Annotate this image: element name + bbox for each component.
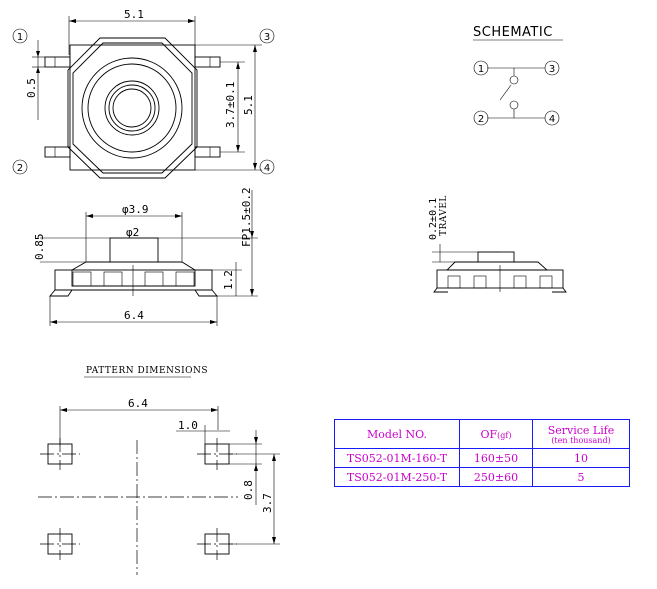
body-height-dim: 1.2 bbox=[222, 270, 235, 290]
top-width-dim: 5.1 bbox=[124, 8, 144, 21]
schematic-pin-3: 3 bbox=[544, 60, 560, 76]
row-life: 5 bbox=[532, 467, 630, 487]
spec-table-header: Model NO. OF(gf) Service Life(ten thousa… bbox=[334, 419, 630, 449]
svg-text:3: 3 bbox=[549, 64, 555, 75]
svg-text:4: 4 bbox=[264, 163, 270, 174]
side-view: φ3.9 φ2 0.85 FP1.5±0.2 1.2 bbox=[33, 187, 258, 326]
svg-text:4: 4 bbox=[549, 114, 555, 125]
svg-text:1: 1 bbox=[17, 32, 23, 43]
pattern-dimensions: PATTERN DIMENSIONS 6.4 1.0 bbox=[38, 366, 280, 575]
svg-text:2: 2 bbox=[17, 163, 23, 174]
top-pitch-dim: 3.7±0.1 bbox=[224, 82, 237, 128]
header-of: OF(gf) bbox=[459, 419, 533, 449]
pin-2-label: 2 bbox=[12, 159, 28, 175]
svg-text:1: 1 bbox=[478, 64, 484, 75]
pad-height-dim: 0.8 bbox=[242, 480, 255, 500]
schematic-title: SCHEMATIC bbox=[473, 25, 553, 40]
travel-view: 0.2±0.1 TRAVEL bbox=[428, 195, 567, 293]
pad-pitch-dim: 3.7 bbox=[261, 493, 274, 513]
row-model: TS052-01M-160-T bbox=[334, 448, 460, 468]
table-row: TS052-01M-160-T 160±50 10 bbox=[334, 448, 630, 468]
row-of: 160±50 bbox=[459, 448, 533, 468]
top-height-dim: 5.1 bbox=[242, 95, 255, 115]
header-life: Service Life(ten thousand) bbox=[532, 419, 630, 449]
top-view: 5.1 0.5 3.7±0.1 bbox=[12, 8, 275, 179]
travel-label: TRAVEL bbox=[439, 195, 449, 236]
pin-width-dim: 0.5 bbox=[25, 78, 38, 98]
row-life: 10 bbox=[532, 448, 630, 468]
stem-dia-dim: φ3.9 bbox=[122, 203, 149, 216]
overall-length-dim: 6.4 bbox=[124, 309, 144, 322]
table-row: TS052-01M-250-T 250±60 5 bbox=[334, 467, 630, 487]
inner-dia-dim: φ2 bbox=[126, 226, 139, 239]
row-model: TS052-01M-250-T bbox=[334, 467, 460, 487]
fp-dim: FP1.5±0.2 bbox=[240, 187, 253, 247]
pattern-title: PATTERN DIMENSIONS bbox=[86, 366, 208, 376]
schematic: SCHEMATIC 1 3 2 4 bbox=[473, 25, 563, 126]
spec-table: Model NO. OF(gf) Service Life(ten thousa… bbox=[334, 419, 630, 487]
svg-text:3: 3 bbox=[264, 32, 270, 43]
travel-dim: 0.2±0.1 bbox=[428, 198, 439, 240]
svg-text:2: 2 bbox=[478, 114, 484, 125]
schematic-pin-1: 1 bbox=[473, 60, 489, 76]
schematic-pin-4: 4 bbox=[544, 110, 560, 126]
pin-3-label: 3 bbox=[259, 28, 275, 44]
pin-4-label: 4 bbox=[259, 159, 275, 175]
pad-width-dim: 1.0 bbox=[178, 419, 198, 432]
stem-height-dim: 0.85 bbox=[33, 234, 46, 261]
header-model: Model NO. bbox=[334, 419, 460, 449]
row-of: 250±60 bbox=[459, 467, 533, 487]
pattern-span-dim: 6.4 bbox=[128, 397, 148, 410]
pin-1-label: 1 bbox=[12, 28, 28, 44]
schematic-pin-2: 2 bbox=[473, 110, 489, 126]
